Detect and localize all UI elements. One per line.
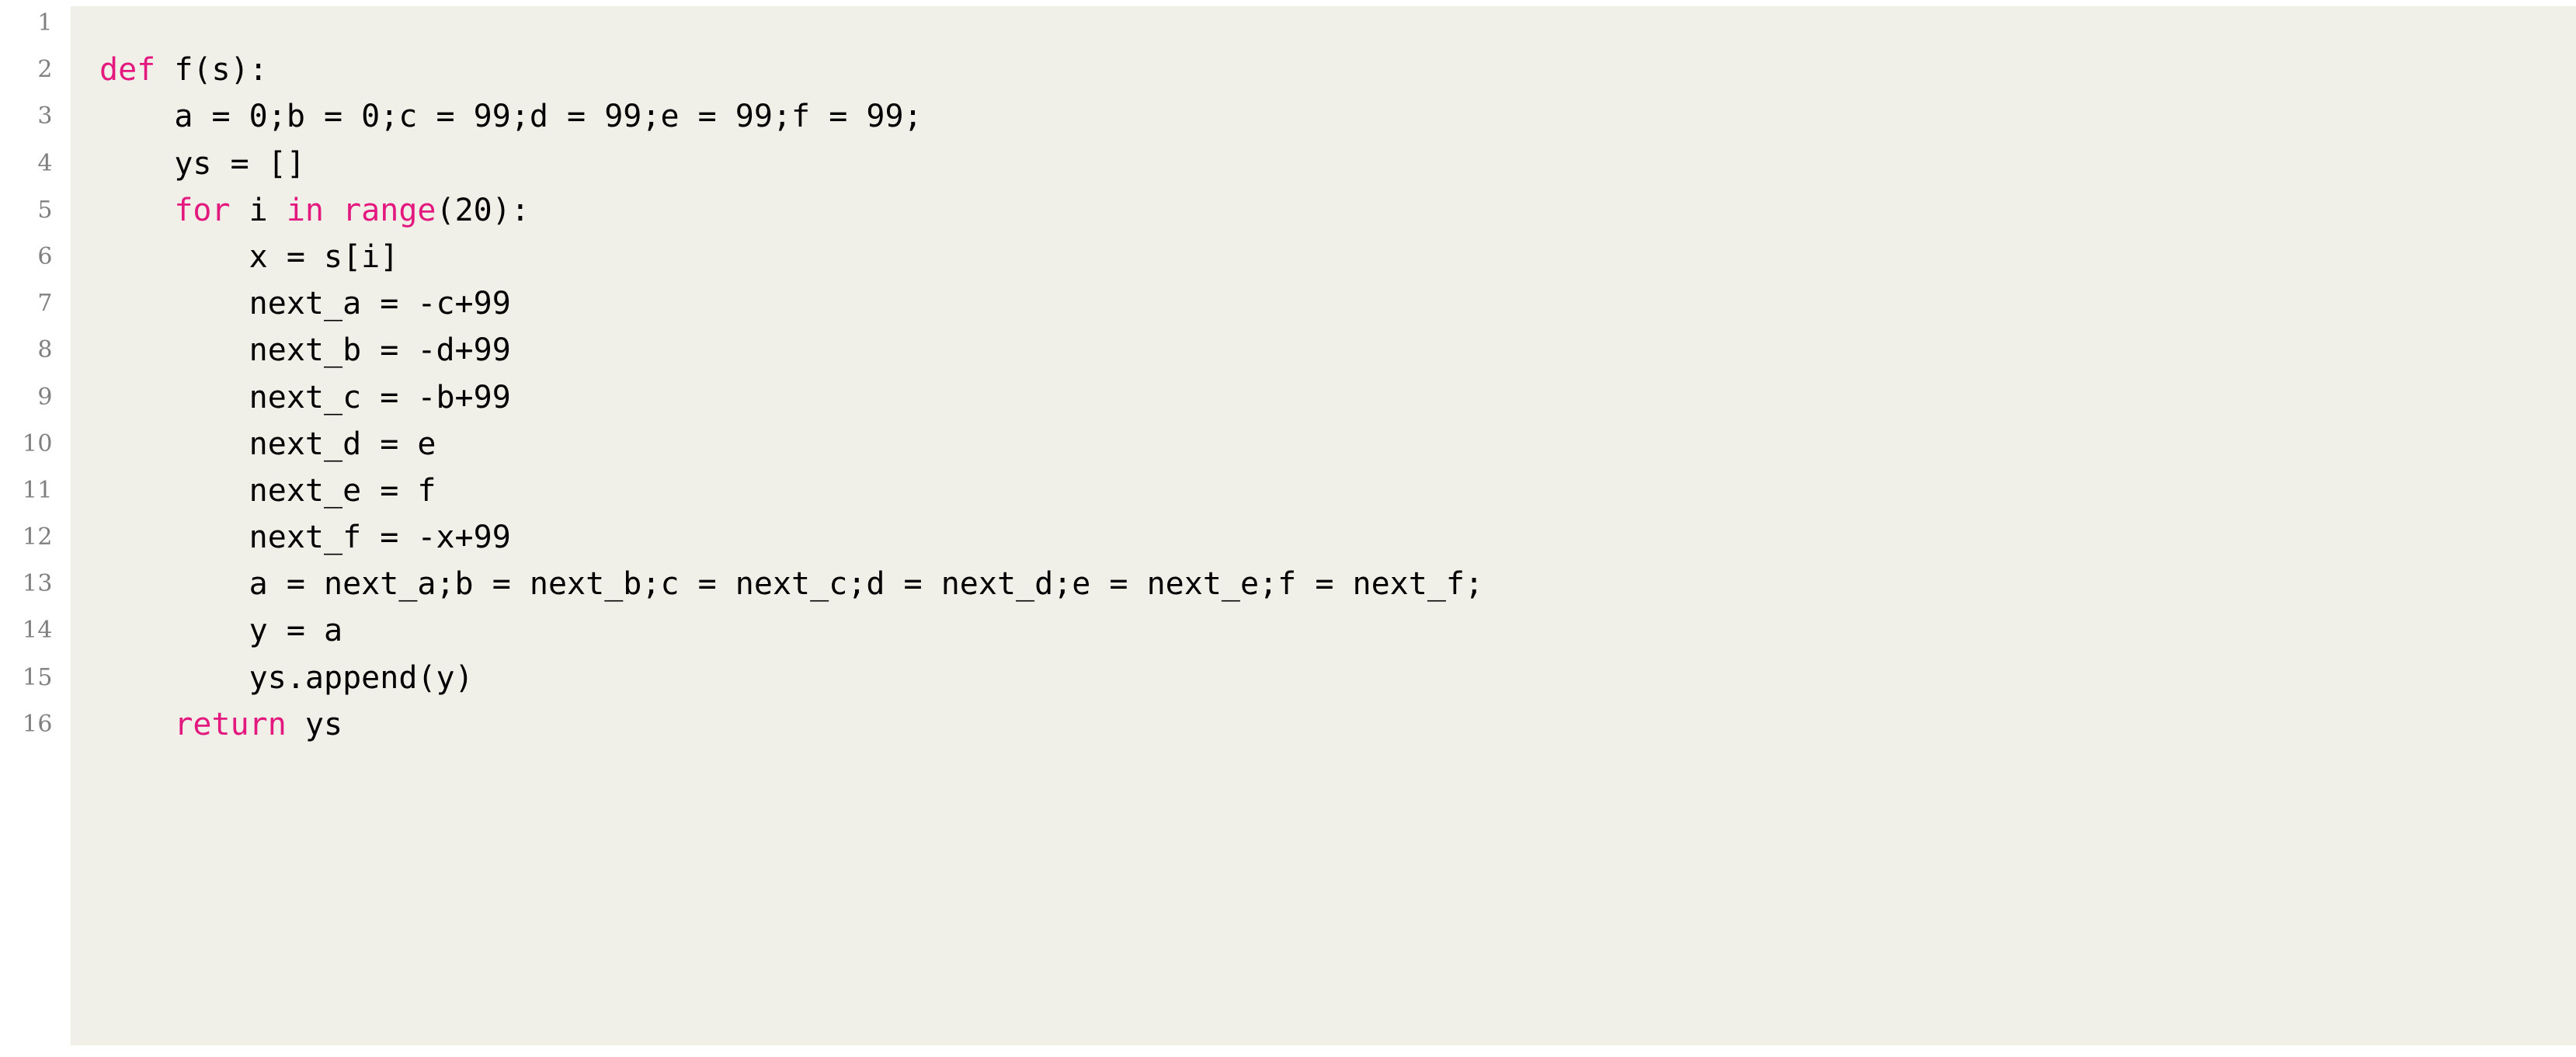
- code-token: ys.append(y): [99, 659, 474, 696]
- code-line: 4 ys = []: [0, 141, 2576, 187]
- line-code: next_b = -d+99: [99, 327, 511, 374]
- line-number: 14: [22, 617, 53, 645]
- code-token: a = 0;b = 0;c = 99;d = 99;e = 99;f = 99;: [99, 99, 923, 135]
- code-token: i: [230, 192, 287, 228]
- line-number: 13: [22, 570, 53, 598]
- code-line: 12 next_f = -x+99: [0, 514, 2576, 561]
- line-number: 6: [37, 242, 53, 270]
- code-token: next_f = -x+99: [99, 520, 511, 556]
- code-token: [99, 193, 174, 228]
- line-code: next_d = e: [99, 421, 436, 468]
- line-number: 3: [37, 103, 53, 130]
- code-background-panel: [71, 6, 2576, 1045]
- keyword-token: def: [99, 52, 156, 89]
- line-number: 16: [22, 710, 53, 738]
- code-line: 14 y = a: [0, 607, 2576, 654]
- line-code: ys = []: [99, 141, 305, 187]
- line-code: next_e = f: [99, 468, 436, 514]
- code-line: 15 ys.append(y): [0, 655, 2576, 701]
- line-number: 2: [37, 56, 53, 84]
- code-line: 7 next_a = -c+99: [0, 280, 2576, 327]
- code-line: 8 next_b = -d+99: [0, 327, 2576, 374]
- line-code: next_f = -x+99: [99, 514, 511, 561]
- line-code: def f(s):: [99, 47, 268, 93]
- line-code: next_c = -b+99: [99, 374, 511, 421]
- code-token: [99, 707, 174, 742]
- line-number: 15: [22, 663, 53, 691]
- code-token: next_d = e: [99, 426, 436, 462]
- code-line: 16 return ys: [0, 701, 2576, 748]
- code-line: 3 a = 0;b = 0;c = 99;d = 99;e = 99;f = 9…: [0, 93, 2576, 140]
- code-line: 13 a = next_a;b = next_b;c = next_c;d = …: [0, 561, 2576, 607]
- line-code: a = 0;b = 0;c = 99;d = 99;e = 99;f = 99;: [99, 93, 923, 140]
- line-number: 1: [37, 9, 53, 37]
- line-number: 4: [37, 149, 53, 177]
- keyword-token: range: [342, 192, 436, 228]
- code-line: 9 next_c = -b+99: [0, 374, 2576, 421]
- keyword-token: in: [286, 192, 324, 228]
- line-number: 9: [37, 383, 53, 411]
- code-token: next_c = -b+99: [99, 379, 511, 415]
- line-number: 5: [37, 196, 53, 224]
- line-number: 11: [22, 476, 53, 504]
- code-token: y = a: [99, 613, 343, 649]
- code-token: next_e = f: [99, 472, 436, 509]
- line-code: y = a: [99, 607, 342, 654]
- code-token: x = s[i]: [99, 238, 399, 275]
- line-number: 7: [37, 290, 53, 318]
- code-token: [324, 193, 342, 228]
- line-number: 10: [22, 429, 53, 457]
- code-line: 11 next_e = f: [0, 468, 2576, 514]
- code-token: (20):: [436, 192, 530, 228]
- code-line: 10 next_d = e: [0, 421, 2576, 468]
- keyword-token: for: [174, 192, 231, 228]
- line-code: for i in range(20):: [99, 187, 530, 234]
- code-line: 5 for i in range(20):: [0, 187, 2576, 234]
- code-token: next_b = -d+99: [99, 332, 511, 369]
- line-code: next_a = -c+99: [99, 280, 511, 327]
- line-number: 8: [37, 336, 53, 364]
- code-line: 6 x = s[i]: [0, 234, 2576, 280]
- line-code: return ys: [99, 701, 342, 748]
- code-line: 1: [0, 0, 2576, 47]
- line-code: x = s[i]: [99, 234, 399, 280]
- code-token: ys = []: [99, 145, 305, 182]
- keyword-token: return: [174, 706, 287, 742]
- code-token: f(s):: [155, 52, 268, 89]
- line-code: a = next_a;b = next_b;c = next_c;d = nex…: [99, 561, 1483, 607]
- code-token: next_a = -c+99: [99, 286, 511, 322]
- line-number: 12: [22, 523, 53, 551]
- code-token: a = next_a;b = next_b;c = next_c;d = nex…: [99, 566, 1484, 603]
- line-code: ys.append(y): [99, 655, 474, 701]
- code-token: ys: [286, 706, 343, 742]
- code-line: 2 def f(s):: [0, 47, 2576, 93]
